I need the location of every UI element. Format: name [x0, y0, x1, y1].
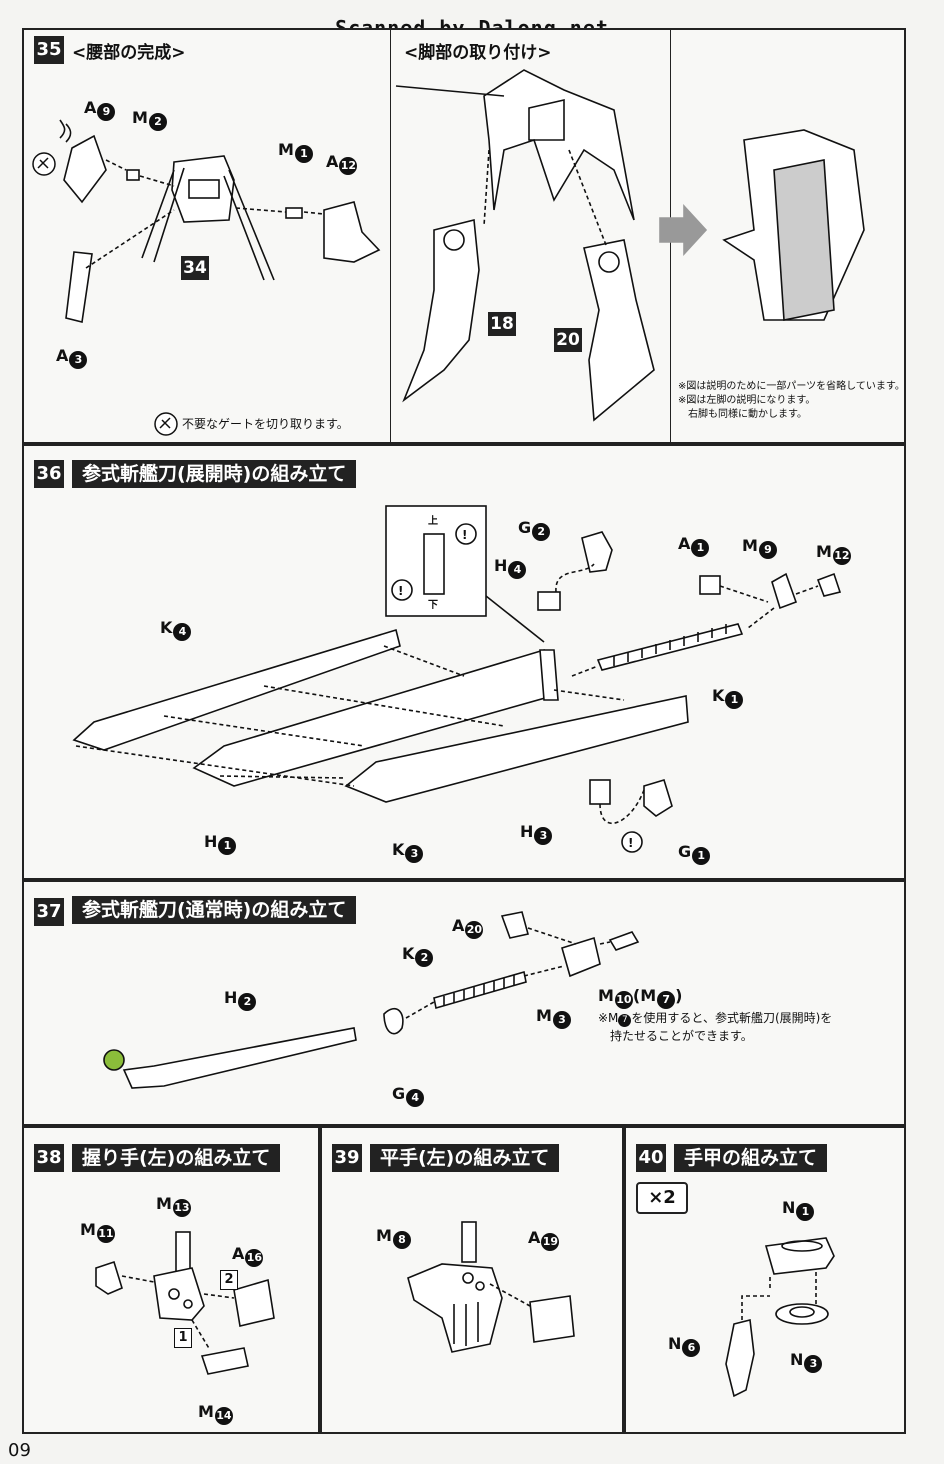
- step-39-title: 平手(左)の組み立て: [370, 1144, 560, 1172]
- step-36-title: 参式斬艦刀(展開時)の組み立て: [72, 460, 357, 488]
- svg-text:!: !: [628, 836, 633, 850]
- svg-text:!: !: [398, 584, 403, 598]
- step-37-number: 37: [34, 898, 64, 926]
- step-37-note-line-2: 持たせることができます。: [610, 1029, 753, 1043]
- gate-cut-icon-small: [32, 152, 56, 176]
- page-number: 09: [8, 1440, 31, 1461]
- ref-step-20: 20: [554, 328, 582, 352]
- illustration-note-1: ※図は説明のために一部パーツを省略しています。: [678, 381, 905, 392]
- illustration-note-3: 右脚も同様に動かします。: [688, 409, 807, 420]
- order-label-1: 1: [174, 1328, 192, 1348]
- step-37-illustration: [103, 911, 640, 1089]
- panel-divider: [390, 30, 391, 442]
- gate-cut-icon: [154, 412, 178, 436]
- step-35-panel: 35 <腰部の完成> <脚部の取り付け>: [22, 28, 906, 444]
- step-40-illustration: [725, 1237, 835, 1398]
- step-38-title: 握り手(左)の組み立て: [72, 1144, 281, 1172]
- step-36-panel: 36 参式斬艦刀(展開時)の組み立て ! !: [22, 444, 906, 880]
- step-35-title: <腰部の完成>: [72, 43, 186, 63]
- order-label-2: 2: [220, 1270, 238, 1290]
- step-37-title: 参式斬艦刀(通常時)の組み立て: [72, 896, 357, 924]
- step-36-illustration: ! ! !: [72, 505, 842, 853]
- ref-step-34: 34: [181, 256, 209, 280]
- step-38-illustration: [95, 1231, 275, 1375]
- gate-note: 不要なゲートを切り取ります。: [182, 417, 349, 431]
- detail-down-label: 下: [428, 600, 438, 611]
- step-35-subtitle: <脚部の取り付け>: [404, 43, 552, 63]
- detail-up-label: 上: [428, 516, 438, 527]
- illustration-note-2: ※図は左脚の説明になります。: [678, 395, 816, 406]
- step-38-number: 38: [34, 1144, 64, 1172]
- step-35-illustration: [59, 69, 865, 422]
- step-39-number: 39: [332, 1144, 362, 1172]
- step-39-illustration: [407, 1221, 575, 1353]
- quantity-multiplier: ×2: [636, 1182, 688, 1214]
- step-40-number: 40: [636, 1144, 666, 1172]
- svg-text:!: !: [462, 528, 467, 542]
- step-40-title: 手甲の組み立て: [674, 1144, 828, 1172]
- step-35-number: 35: [34, 36, 64, 64]
- ref-step-18: 18: [488, 312, 516, 336]
- step-36-number: 36: [34, 460, 64, 488]
